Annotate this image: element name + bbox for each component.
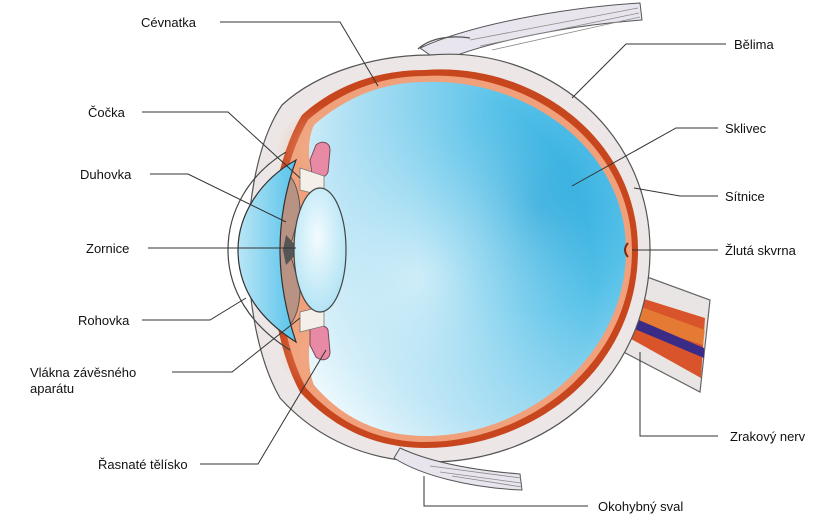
label-sitnice: Sítnice <box>725 189 765 204</box>
label-vlakna-line1: Vlákna závěsného <box>30 365 136 380</box>
label-belima: Bělima <box>734 37 774 52</box>
lens <box>294 188 346 312</box>
label-vlakna-line2: aparátu <box>30 381 74 396</box>
label-rasnate: Řasnaté tělísko <box>98 457 188 472</box>
label-sklivec: Sklivec <box>725 121 766 136</box>
label-cocka: Čočka <box>88 105 125 120</box>
label-okohybny-sval: Okohybný sval <box>598 499 683 514</box>
label-zrakovy-nerv: Zrakový nerv <box>730 429 805 444</box>
label-rohovka: Rohovka <box>78 313 129 328</box>
label-zluta-skvrna: Žlutá skvrna <box>725 243 796 258</box>
label-cevnatka: Cévnatka <box>141 15 196 30</box>
label-zornice: Zornice <box>86 241 129 256</box>
upper-eye-muscle <box>418 3 642 62</box>
label-duhovka: Duhovka <box>80 167 131 182</box>
